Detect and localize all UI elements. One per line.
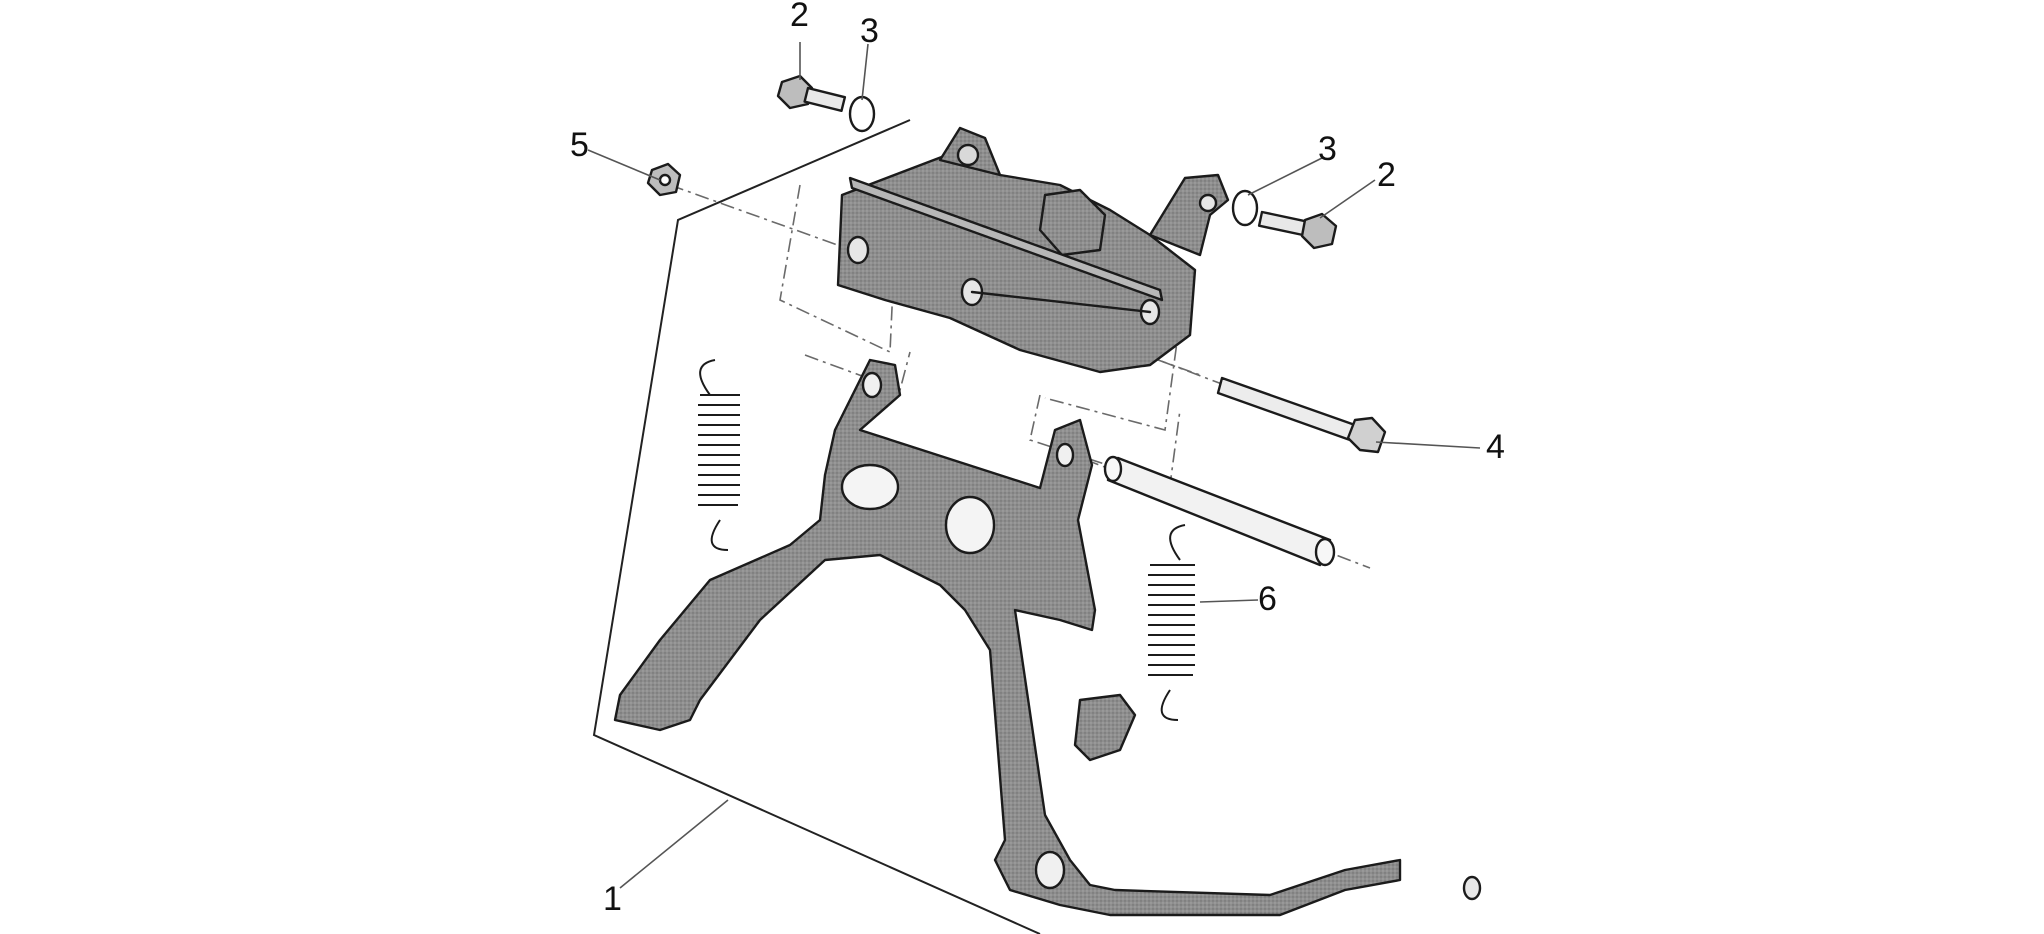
callout-2-right: 2 [1377, 156, 1396, 194]
pivot-bolt-part [1216, 376, 1387, 454]
callout-4: 4 [1486, 428, 1505, 466]
right-fasteners [1231, 189, 1338, 250]
callout-3-right: 3 [1318, 130, 1337, 168]
callout-1: 1 [603, 880, 622, 918]
spring-right [1148, 524, 1195, 721]
main-stand [613, 358, 1482, 917]
leader-lines [587, 42, 1481, 889]
callout-3-left: 3 [860, 12, 879, 50]
left-fasteners [646, 74, 876, 197]
callout-5: 5 [570, 126, 589, 164]
pivot-tube [1103, 455, 1336, 567]
mounting-bracket [836, 126, 1230, 374]
callout-6: 6 [1258, 580, 1277, 618]
callout-2-left: 2 [790, 0, 809, 34]
assembly-frame [592, 119, 1041, 934]
spring-left [698, 359, 740, 551]
callouts: 1 2 3 5 3 2 4 6 [570, 0, 1505, 918]
